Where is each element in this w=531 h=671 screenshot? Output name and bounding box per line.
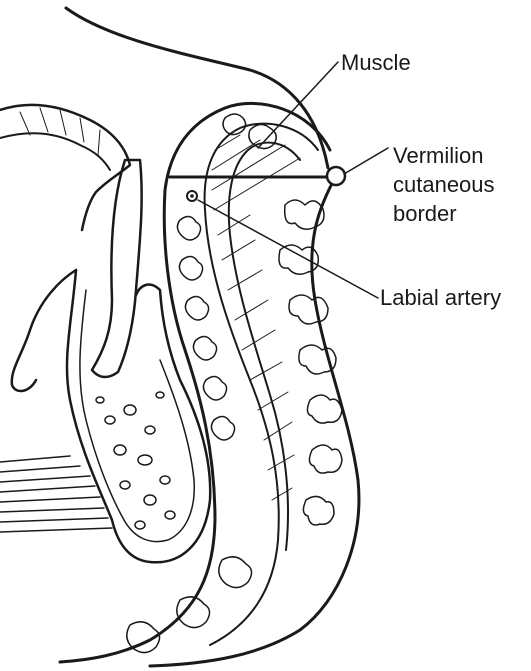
muscle-layer-inner [229, 143, 300, 550]
gland-lobules [127, 114, 342, 653]
labial-artery-leader-line [198, 200, 378, 298]
vermilion-label-line3: border [393, 201, 457, 227]
vermilion-leader-line [344, 148, 388, 174]
tooth-crown [92, 160, 142, 377]
gingiva-striations [0, 456, 112, 532]
vermilion-label-line2: cutaneous [393, 172, 495, 198]
vermilion-border-marker [327, 167, 345, 185]
muscle-label: Muscle [341, 50, 411, 76]
labial-artery-label: Labial artery [380, 285, 501, 311]
vermilion-label-line1: Vermilion [393, 143, 483, 169]
upper-left-tissue [0, 105, 130, 230]
skin-contour-upper [66, 8, 328, 168]
upper-left-tissue-inner [0, 133, 110, 170]
muscle-hatching [212, 135, 300, 500]
